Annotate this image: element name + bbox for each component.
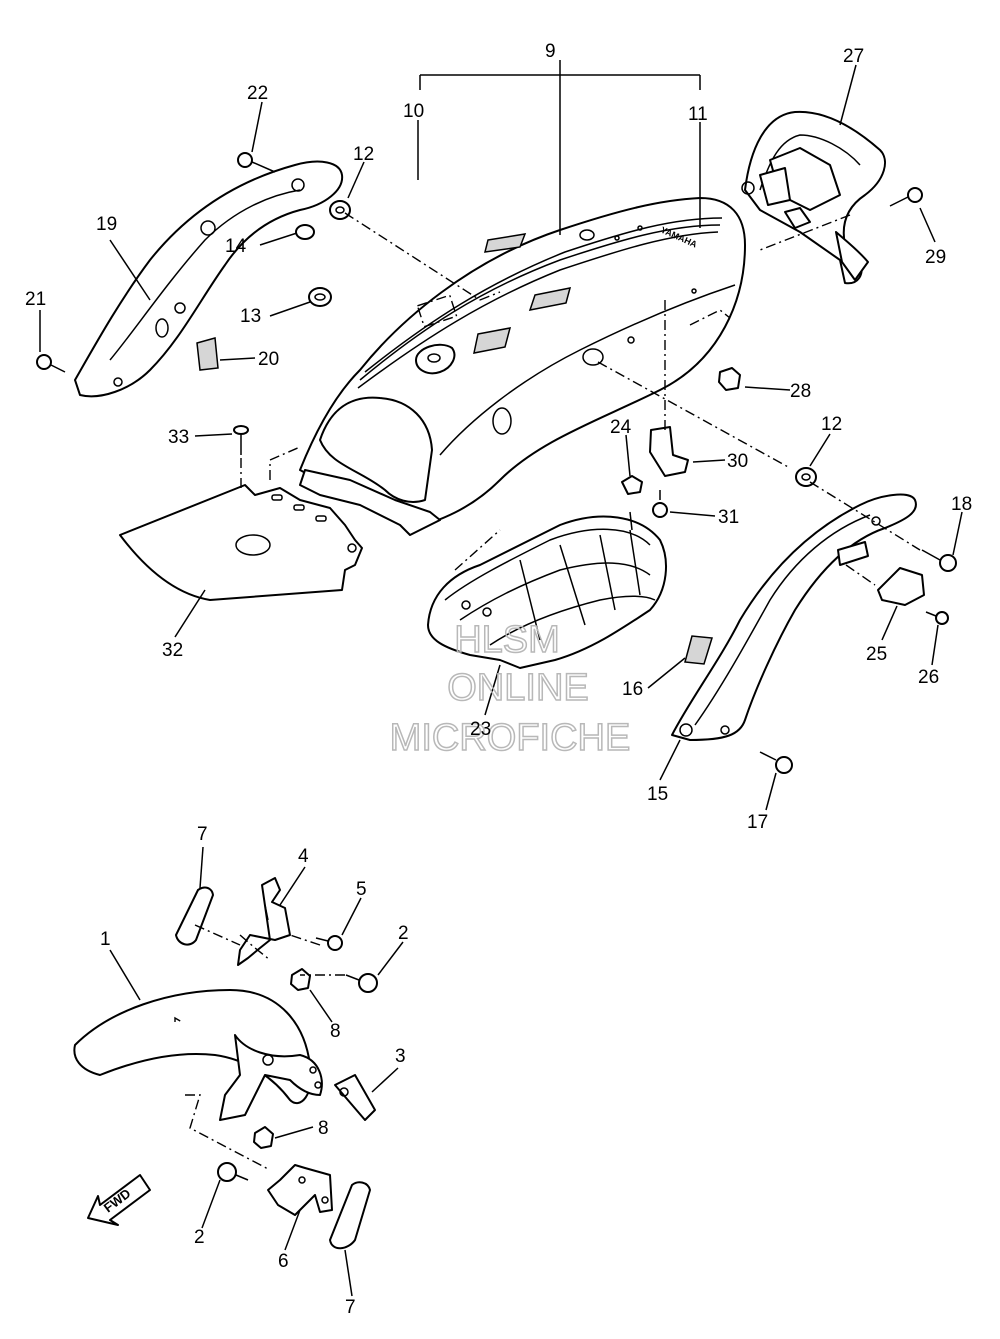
- callout-21: 21: [25, 289, 46, 310]
- callout-13: 13: [240, 306, 261, 327]
- callout-1: 1: [100, 929, 111, 950]
- watermark-line-2: ONLINE: [447, 667, 588, 709]
- callout-33: 33: [168, 427, 189, 448]
- callout-32: 32: [162, 640, 183, 661]
- callout-7-lower: 7: [345, 1297, 356, 1318]
- callout-17: 17: [747, 812, 768, 833]
- callout-10: 10: [403, 101, 424, 122]
- watermark-line-1: HLSM: [454, 619, 560, 661]
- right-stay: [671, 493, 917, 741]
- callout-30: 30: [727, 451, 748, 472]
- watermark-line-3: MICROFICHE: [390, 717, 631, 759]
- callout-4: 4: [298, 846, 309, 867]
- callout-8-upper: 8: [330, 1021, 341, 1042]
- front-fender: [73, 989, 323, 1121]
- callout-26: 26: [918, 667, 939, 688]
- callout-18: 18: [951, 494, 972, 515]
- watermark: HLSM ONLINE MICROFICHE: [389, 618, 631, 760]
- callout-15: 15: [647, 784, 668, 805]
- callout-6: 6: [278, 1251, 289, 1272]
- alignment-lines: [194, 212, 921, 976]
- callout-12-lower: 12: [821, 414, 842, 435]
- callout-27: 27: [843, 46, 864, 67]
- callout-20: 20: [258, 349, 279, 370]
- callout-14: 14: [225, 236, 247, 257]
- callout-28: 28: [790, 381, 811, 402]
- rear-fender: YAMAHA: [299, 197, 746, 536]
- callout-22: 22: [247, 83, 268, 104]
- callout-2-lower: 2: [194, 1227, 205, 1248]
- inner-fender: [427, 515, 667, 669]
- fwd-arrow-icon: FWD: [87, 1174, 151, 1226]
- mud-flap: [119, 484, 363, 601]
- callout-24: 24: [610, 417, 632, 438]
- callout-25: 25: [866, 644, 887, 665]
- callout-8-lower: 8: [318, 1118, 329, 1139]
- leader-lines: [39, 60, 963, 1297]
- callout-19: 19: [96, 214, 117, 235]
- callout-12-upper: 12: [353, 144, 374, 165]
- callout-7-upper: 7: [197, 824, 208, 845]
- callout-2-upper: 2: [398, 923, 409, 944]
- callout-3: 3: [395, 1046, 406, 1067]
- taillight: [741, 110, 886, 285]
- callout-31: 31: [718, 507, 739, 528]
- callout-5: 5: [356, 879, 367, 900]
- callout-11: 11: [688, 104, 708, 125]
- front-brackets: [175, 877, 376, 1250]
- callout-9: 9: [545, 41, 556, 62]
- callout-23: 23: [470, 719, 491, 740]
- left-stay: [74, 160, 344, 398]
- callout-numbers: 9 10 11 27 22 12 19 14 21 13 20 29 28 33…: [25, 41, 972, 1318]
- hardware: [36, 152, 957, 1182]
- callout-16: 16: [622, 679, 643, 700]
- callout-29: 29: [925, 247, 946, 268]
